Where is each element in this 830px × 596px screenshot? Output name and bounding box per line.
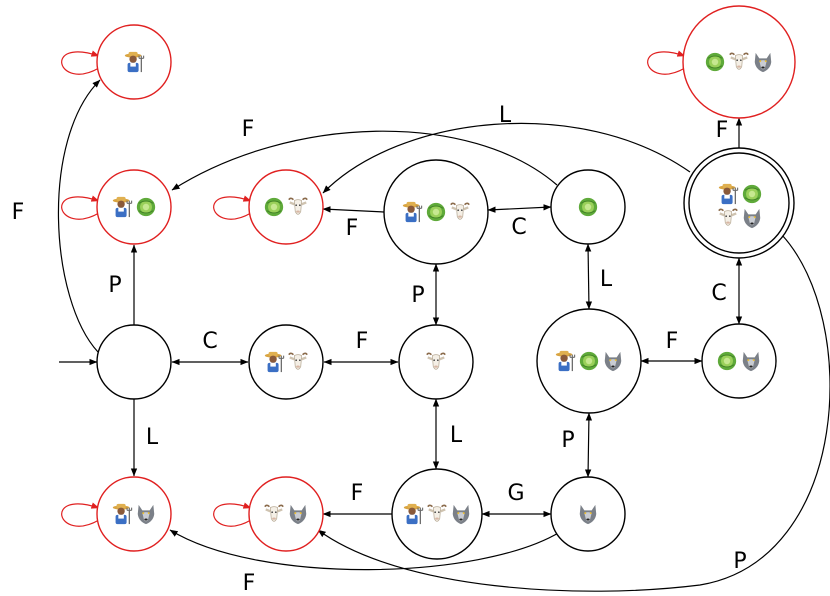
state-all xyxy=(683,147,795,259)
state-circle xyxy=(248,169,324,245)
edge-farmer_cabbage_wolf-to-wolf xyxy=(584,412,593,478)
state-cabbage xyxy=(550,169,626,245)
edge-label: P xyxy=(733,549,746,574)
state-circle xyxy=(248,476,324,552)
edge-cabbage-to-farmer_cabbage_wolf xyxy=(584,243,593,310)
state-wolf xyxy=(550,476,626,552)
state-fail_farmer_cabbage xyxy=(61,169,172,245)
state-circle xyxy=(96,324,172,400)
edge-label: L xyxy=(146,425,159,450)
state-fail_cabbage_goat xyxy=(213,169,324,245)
cabbage-icon xyxy=(264,197,284,217)
edge-label: L xyxy=(600,267,613,292)
cabbage-icon xyxy=(426,202,446,222)
state-fail_cabbage_goat_wolf xyxy=(647,5,796,119)
edge-label: P xyxy=(108,273,121,298)
edge-label: F xyxy=(12,200,25,225)
self-loop xyxy=(213,502,252,527)
state-farmer_goat xyxy=(248,324,324,400)
edge-cabbage-to-fail_farmer_cabbage xyxy=(171,130,558,191)
edge-label: F xyxy=(242,117,255,142)
edge-all-to-fail_cabbage_goat xyxy=(322,122,691,194)
edge-label: C xyxy=(202,329,217,354)
state-farmer_goat_wolf xyxy=(391,468,483,560)
self-loop xyxy=(213,195,252,220)
state-goat xyxy=(398,324,474,400)
cabbage-icon xyxy=(705,52,725,72)
edge-label: F xyxy=(356,329,369,354)
edge-label: L xyxy=(450,423,463,448)
edge-label: F xyxy=(716,118,729,143)
state-fail_farmer xyxy=(61,24,172,100)
self-loop xyxy=(61,502,100,527)
edge-label: F xyxy=(666,329,679,354)
cabbage-icon xyxy=(579,351,599,371)
state-cabbage_wolf xyxy=(701,323,777,399)
edge-label: F xyxy=(243,571,256,596)
edge-wolf-to-fail_farmer_wolf xyxy=(169,529,561,571)
state-farmer_cabbage_wolf xyxy=(536,308,642,414)
state-circle xyxy=(701,323,777,399)
cabbage-icon xyxy=(136,197,156,217)
edge-label: P xyxy=(411,283,424,308)
edge-cabbage-to-farmer_cabbage_goat xyxy=(487,204,552,213)
edge-label: C xyxy=(711,281,726,306)
cabbage-icon xyxy=(742,184,762,204)
edge-farmer_cabbage_goat-to-fail_cabbage_goat xyxy=(322,206,385,213)
state-fail_goat_wolf xyxy=(213,476,324,552)
self-loop xyxy=(61,50,100,75)
self-loop xyxy=(647,50,686,75)
cabbage-icon xyxy=(717,351,737,371)
state-circle xyxy=(96,476,172,552)
edge-start-to-fail_farmer xyxy=(57,79,101,353)
state-start xyxy=(96,324,172,400)
state-circle xyxy=(96,169,172,245)
cabbage-icon xyxy=(578,197,598,217)
edge-label: C xyxy=(511,215,526,240)
state-fail_farmer_wolf xyxy=(61,476,172,552)
edge-label: F xyxy=(346,216,359,241)
self-loop xyxy=(61,195,100,220)
edge-label: L xyxy=(499,103,512,128)
edge-label: F xyxy=(351,481,364,506)
accepting-ring xyxy=(688,152,790,254)
state-farmer_cabbage_goat xyxy=(383,159,489,265)
edge-all-to-fail_goat_wolf xyxy=(317,234,830,592)
edge-label: P xyxy=(561,428,574,453)
state-circle xyxy=(248,324,324,400)
edge-label: G xyxy=(507,481,524,506)
